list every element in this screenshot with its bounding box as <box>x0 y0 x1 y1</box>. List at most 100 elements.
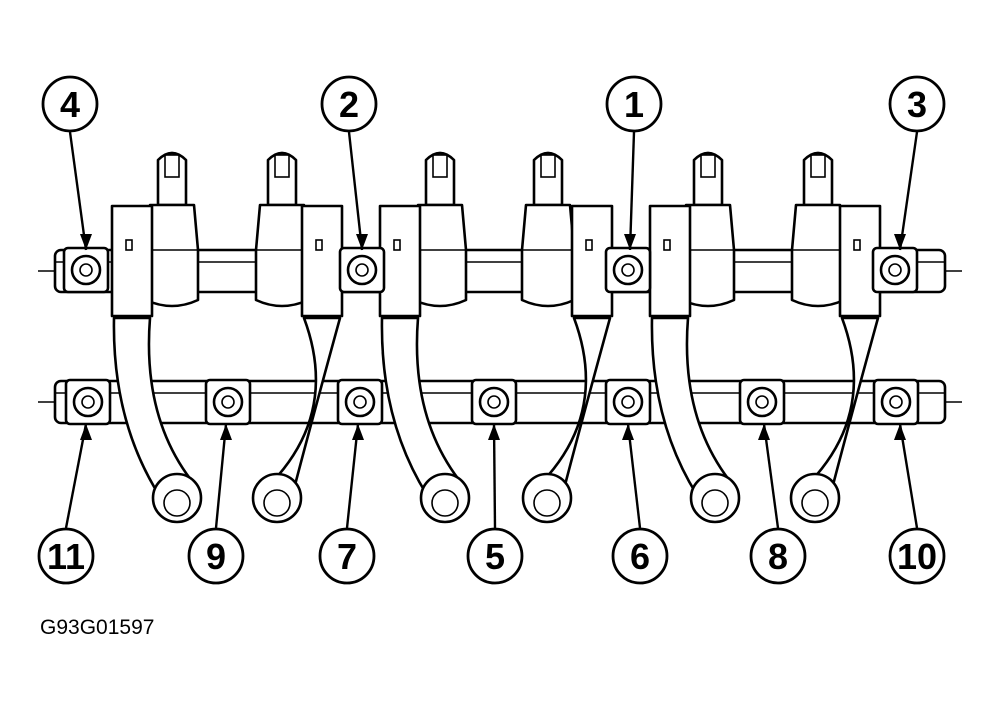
bolt-head <box>612 386 644 418</box>
bolt-center <box>221 395 235 409</box>
bolt-center <box>355 263 369 277</box>
bolt-center <box>79 263 93 277</box>
upper-rocker-arm <box>412 151 468 308</box>
rocker-arm-body <box>412 203 468 308</box>
shaft-bolt <box>738 378 786 426</box>
bolt-center <box>621 263 635 277</box>
arm-foot <box>419 472 471 524</box>
long-rocker-arm <box>650 316 741 524</box>
callout-number: 1 <box>624 84 644 125</box>
upper-rocker-arm <box>254 151 310 308</box>
bolt-center <box>755 395 769 409</box>
leader-arrowhead <box>356 234 368 250</box>
leader-line <box>762 423 780 529</box>
bolt-head <box>879 254 911 286</box>
callout-number: 8 <box>768 536 788 577</box>
shaft-bolt <box>604 246 652 294</box>
long-rocker-arm <box>789 316 880 524</box>
bolt-center <box>353 395 367 409</box>
pushrod-tip <box>802 151 834 207</box>
leader-line <box>347 131 364 251</box>
callout-11: 11 <box>37 423 95 585</box>
callout-2: 2 <box>320 75 378 251</box>
long-rocker-arm <box>251 316 342 524</box>
leader-arrowhead <box>220 424 232 440</box>
callout-6: 6 <box>611 423 669 585</box>
leader-line <box>214 423 228 529</box>
arm-foot <box>789 472 841 524</box>
leader-arrowhead <box>624 234 636 250</box>
arm-foot-pad <box>801 489 829 517</box>
shaft-bracket <box>110 204 154 318</box>
callout-circle <box>888 75 946 133</box>
bolt-head <box>746 386 778 418</box>
leader-arrowhead <box>894 424 906 440</box>
callout-7: 7 <box>318 423 376 585</box>
rocker-arm-body <box>790 203 846 308</box>
bolt-center <box>621 395 635 409</box>
callout-number: 3 <box>907 84 927 125</box>
upper-rocker-arm <box>520 151 576 308</box>
leader-arrowhead <box>352 424 364 440</box>
shaft-bolt <box>871 246 919 294</box>
leader-line <box>898 131 919 251</box>
shaft-bracket <box>300 204 344 318</box>
arm-foot <box>521 472 573 524</box>
pushrod-tip <box>266 151 298 207</box>
callout-number: 11 <box>47 536 85 577</box>
arm-foot-pad <box>431 489 459 517</box>
shaft-bracket <box>378 204 422 318</box>
arm-foot-pad <box>163 489 191 517</box>
shaft-bolt <box>872 378 920 426</box>
leader-arrowhead <box>894 234 906 250</box>
leader-arrowhead <box>758 424 770 440</box>
callout-circle <box>888 527 946 585</box>
callout-3: 3 <box>888 75 946 251</box>
adjuster-screw <box>164 154 180 178</box>
shaft-bolt <box>336 378 384 426</box>
leader-line <box>345 423 360 529</box>
rocker-arm-body <box>254 203 310 308</box>
upper-rocker-arms <box>144 151 846 308</box>
bracket-notch <box>663 239 671 251</box>
bolt-head <box>880 386 912 418</box>
callout-number: 6 <box>630 536 650 577</box>
arm-foot <box>689 472 741 524</box>
bolt-head <box>612 254 644 286</box>
leader-line <box>628 131 636 251</box>
callout-circle <box>611 527 669 585</box>
callout-8: 8 <box>749 423 807 585</box>
rocker-arm-body <box>144 203 200 308</box>
callout-number: 2 <box>339 84 359 125</box>
upper-rocker-arm <box>144 151 200 308</box>
shaft-bolt <box>470 378 518 426</box>
leader-arrowhead <box>622 424 634 440</box>
callout-number: 4 <box>60 84 80 125</box>
bolt-center <box>889 395 903 409</box>
callout-circle <box>320 75 378 133</box>
callout-5: 5 <box>466 423 524 585</box>
arm-foot-pad <box>263 489 291 517</box>
callout-circle <box>318 527 376 585</box>
bolt-head <box>70 254 102 286</box>
bracket-notch <box>393 239 401 251</box>
arm-foot-pad <box>701 489 729 517</box>
adjuster-screw <box>810 154 826 178</box>
callout-circle <box>749 527 807 585</box>
adjuster-screw <box>274 154 290 178</box>
long-rocker-arm <box>112 316 203 524</box>
leader-line <box>898 423 919 529</box>
bracket-notch <box>853 239 861 251</box>
callout-number: 9 <box>206 536 226 577</box>
arm-foot <box>151 472 203 524</box>
upper-rocker-arm <box>790 151 846 308</box>
long-rocker-arm <box>521 316 612 524</box>
adjuster-screw <box>700 154 716 178</box>
callout-circle <box>37 527 95 585</box>
bolt-center <box>487 395 501 409</box>
leader-line <box>492 423 497 529</box>
adjuster-screw <box>432 154 448 178</box>
leader-arrowhead <box>80 234 92 250</box>
pushrod-tip <box>532 151 564 207</box>
